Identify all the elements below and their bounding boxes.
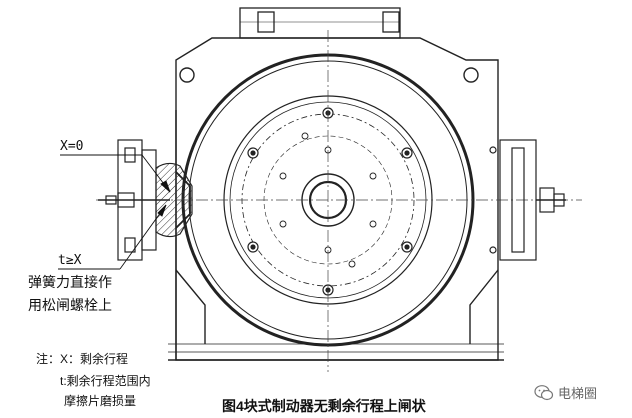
note-line3: 摩擦片磨损量 bbox=[64, 394, 137, 408]
watermark: 电梯圈 bbox=[534, 383, 597, 402]
watermark-text: 电梯圈 bbox=[558, 386, 598, 401]
left-brake bbox=[98, 139, 193, 261]
motor-housing bbox=[168, 37, 504, 361]
top-mount bbox=[239, 7, 401, 39]
label-t-ge-x: t≥X bbox=[58, 253, 82, 268]
label-x-zero: X=0 bbox=[60, 139, 84, 154]
leader-lines bbox=[58, 154, 171, 270]
bolt bbox=[401, 241, 413, 253]
bolt-ring bbox=[247, 107, 413, 296]
bolt bbox=[247, 147, 259, 159]
label-spring-line2: 用松闸螺栓上 bbox=[28, 297, 112, 313]
note-line1: 注：X：剩余行程 bbox=[36, 352, 129, 366]
label-spring-line1: 弹簧力直接作 bbox=[28, 274, 112, 290]
right-brake bbox=[489, 139, 566, 261]
figure-caption: 图4块式制动器无剩余行程上闸状 bbox=[222, 398, 426, 414]
note-line2: t:剩余行程范围内 bbox=[60, 374, 151, 388]
bolt bbox=[401, 147, 413, 159]
wechat-icon bbox=[534, 384, 554, 400]
bolt bbox=[247, 241, 259, 253]
